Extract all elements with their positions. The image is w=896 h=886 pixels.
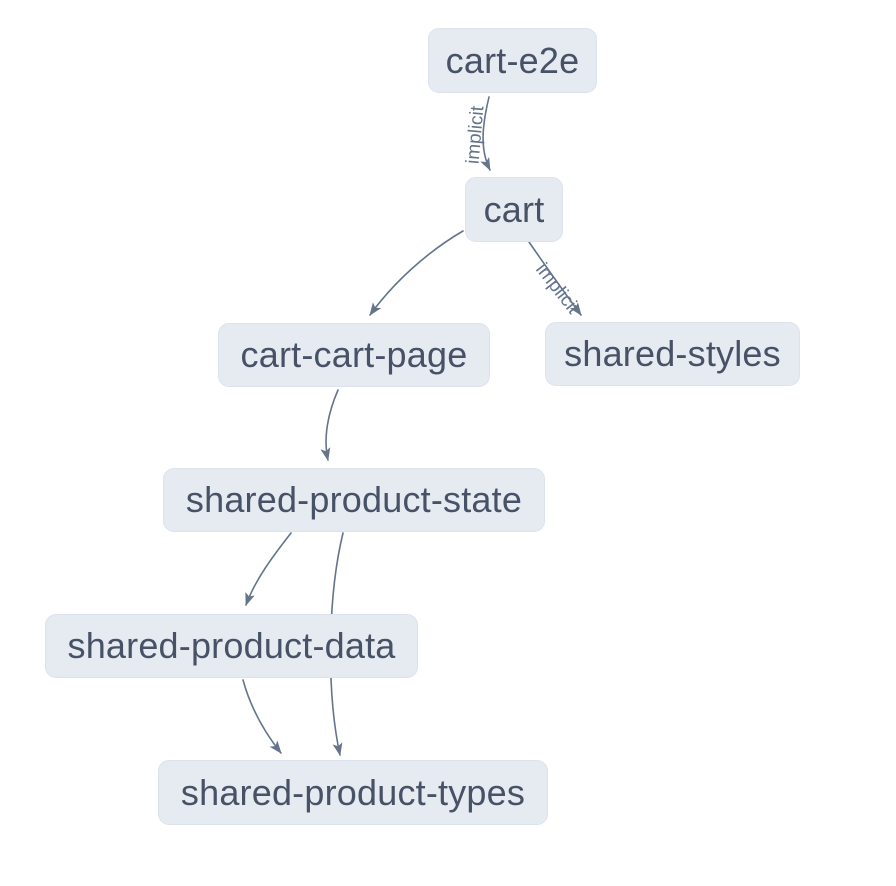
graph-node-shared-styles[interactable]: shared-styles	[545, 322, 800, 386]
edge-cart-to-cart-cart-page	[369, 230, 464, 316]
edge-cart-to-shared-styles	[528, 241, 582, 316]
graph-node-shared-product-types[interactable]: shared-product-types	[158, 760, 548, 825]
node-label: shared-styles	[564, 333, 781, 374]
graph-node-cart-e2e[interactable]: cart-e2e	[428, 28, 597, 93]
node-label: shared-product-state	[185, 479, 523, 520]
node-label: cart	[483, 188, 545, 230]
graph-node-shared-product-data[interactable]: shared-product-data	[45, 614, 418, 678]
node-label: shared-product-data	[67, 625, 396, 666]
edge-cart-e2e-to-cart	[480, 96, 491, 171]
graph-node-cart[interactable]: cart	[465, 177, 563, 242]
edge-shared-product-state-to-shared-product-data	[245, 532, 292, 606]
node-label: cart-cart-page	[240, 334, 468, 375]
edge-shared-product-data-to-shared-product-types	[242, 679, 282, 754]
graph-node-shared-product-state[interactable]: shared-product-state	[163, 468, 545, 532]
graph-node-cart-cart-page[interactable]: cart-cart-page	[218, 323, 490, 387]
node-label: shared-product-types	[180, 771, 526, 813]
edge-cart-cart-page-to-shared-product-state	[320, 389, 339, 461]
node-label: cart-e2e	[445, 39, 580, 81]
